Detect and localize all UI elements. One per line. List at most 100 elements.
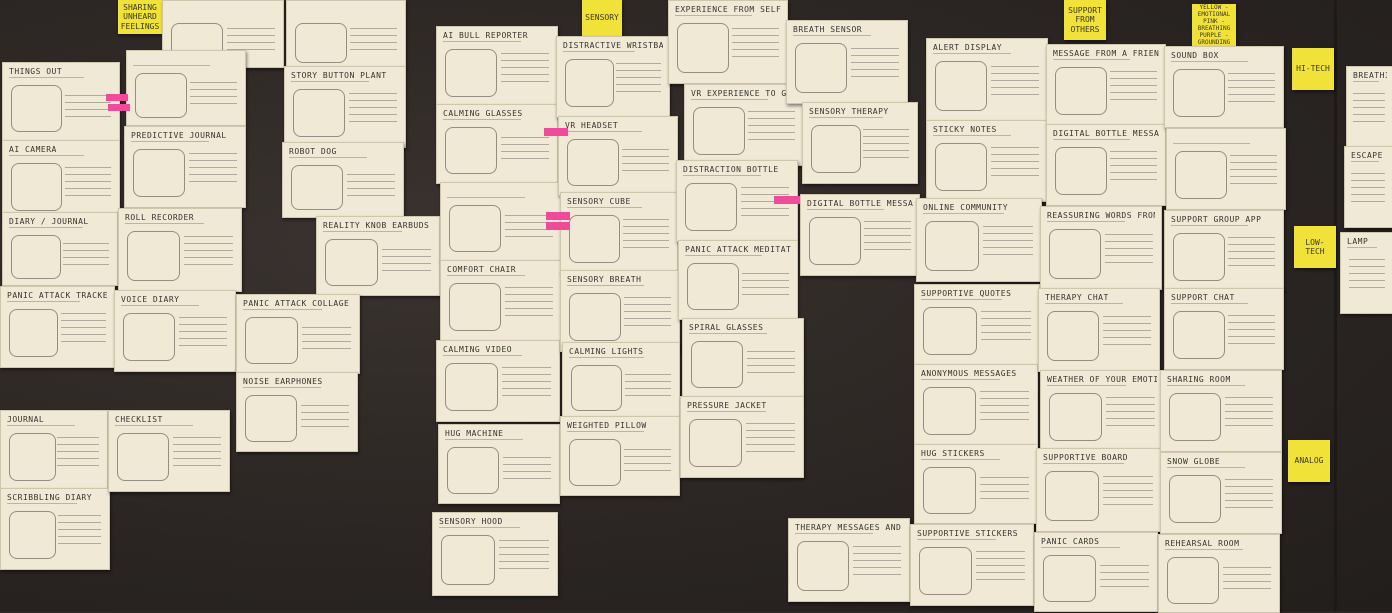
idea-card: Supportive quotes	[914, 284, 1040, 366]
card-title: Noise earphones	[243, 377, 323, 386]
card-title: Story button plant	[291, 71, 387, 80]
card-title: Distractive wristband	[563, 41, 663, 50]
card-title: Anonymous messages	[921, 369, 1017, 378]
card-title: Roll recorder	[125, 213, 195, 222]
card-title: Support group app	[1171, 215, 1262, 224]
idea-card: Hug machine	[438, 424, 560, 504]
idea-card: Diary / Journal	[2, 212, 118, 286]
axis-sticky-note: LOW-TECH	[1294, 226, 1336, 268]
idea-card: Voice diary	[114, 290, 236, 372]
idea-card: Checklist	[108, 410, 230, 492]
idea-card: Lamp	[1340, 232, 1392, 314]
card-title: Hug machine	[445, 429, 504, 438]
idea-card: Pressure jacket	[680, 396, 804, 478]
card-title: Robot dog	[289, 147, 337, 156]
idea-card: Support group app	[1164, 210, 1284, 292]
idea-card: Story button plant	[284, 66, 406, 148]
card-title: Lamp	[1347, 237, 1369, 246]
card-title: VR experience to ground	[691, 89, 797, 98]
idea-card: Sticky notes	[926, 120, 1048, 202]
card-title: Message from a friend	[1053, 49, 1159, 58]
idea-card: AI bull reporter	[436, 26, 558, 108]
card-title: Weather of your emotions	[1047, 375, 1157, 384]
idea-card: Digital bottle message	[800, 194, 920, 276]
idea-card: Alert display	[926, 38, 1048, 122]
idea-card	[286, 0, 406, 68]
pink-flag-marker	[108, 104, 130, 111]
category-sticky-note: SHARING UNHEARD FEELINGS	[118, 0, 162, 34]
card-title: AI bull reporter	[443, 31, 529, 40]
card-title: Sound box	[1171, 51, 1219, 60]
card-title: Experience from self	[675, 5, 781, 14]
idea-card: Calming lights	[562, 342, 680, 420]
idea-card: Sharing room	[1160, 370, 1282, 452]
card-title: Comfort chair	[447, 265, 517, 274]
board-divider	[1334, 0, 1337, 611]
idea-card: Journal	[0, 410, 108, 492]
idea-card: Calming glasses	[436, 104, 558, 184]
idea-card: Roll recorder	[118, 208, 242, 292]
pink-flag-marker	[544, 128, 568, 136]
idea-card: Support chat	[1164, 288, 1284, 370]
idea-card: VR headset	[558, 116, 678, 196]
card-title: Support chat	[1171, 293, 1235, 302]
category-sticky-note: SUPPORT FROM OTHERS	[1064, 0, 1106, 40]
idea-card: Supportive board	[1036, 448, 1162, 532]
idea-card: Comfort chair	[440, 260, 562, 342]
card-title: Distraction bottle	[683, 165, 779, 174]
idea-card: Spiral glasses	[682, 318, 804, 398]
idea-card: Noise earphones	[236, 372, 358, 452]
legend-sticky-note: Yellow - Emotional Pink - Breathing Purp…	[1192, 4, 1236, 48]
pink-flag-marker	[106, 94, 128, 101]
card-title: Panic attack meditation	[685, 245, 791, 254]
idea-card	[1166, 128, 1286, 210]
idea-card: Calming video	[436, 340, 560, 422]
idea-card: Panic attack tracker app	[0, 286, 115, 368]
card-title: Sensory therapy	[809, 107, 889, 116]
card-title: Therapy chat	[1045, 293, 1109, 302]
idea-card: Supportive stickers	[910, 524, 1034, 606]
card-title: Voice diary	[121, 295, 180, 304]
card-title: Hug stickers	[921, 449, 985, 458]
card-title: Spiral glasses	[689, 323, 764, 332]
card-title: Sharing room	[1167, 375, 1231, 384]
card-title: Supportive stickers	[917, 529, 1019, 538]
card-title: Online community	[923, 203, 1009, 212]
pink-flag-marker	[546, 212, 570, 220]
card-title: Alert display	[933, 43, 1003, 52]
idea-card: Breath sensor	[786, 20, 908, 104]
idea-card: Sensory hood	[432, 512, 558, 596]
card-title: Pressure jacket	[687, 401, 767, 410]
idea-card: Reality knob earbuds	[316, 216, 440, 296]
idea-card: AI camera	[2, 140, 120, 222]
idea-card: Distractive wristband	[556, 36, 670, 118]
idea-card: Sensory breath	[560, 270, 680, 352]
idea-card: Hug stickers	[914, 444, 1038, 524]
idea-card: Weighted pillow	[560, 416, 680, 496]
card-title: Panic attack tracker app	[7, 291, 108, 300]
card-title: Sensory hood	[439, 517, 503, 526]
axis-sticky-note: HI-TECH	[1292, 48, 1334, 90]
card-title: Scribbling diary	[7, 493, 93, 502]
category-sticky-note: SENSORY	[582, 0, 622, 36]
pink-flag-marker	[774, 196, 800, 204]
idea-card: Reassuring words from friends	[1040, 206, 1162, 290]
idea-card: Breathing	[1346, 66, 1392, 148]
idea-card: Snow globe	[1160, 452, 1282, 534]
card-title: AI camera	[9, 145, 57, 154]
card-title: Snow globe	[1167, 457, 1221, 466]
card-title: Sticky notes	[933, 125, 997, 134]
idea-card: Experience from self	[668, 0, 788, 84]
idea-card: Sensory cube	[560, 192, 678, 274]
idea-card: Therapy messages and pickup point	[788, 518, 910, 602]
card-title: Diary / Journal	[9, 217, 89, 226]
idea-card: Panic attack meditation	[678, 240, 798, 320]
idea-card	[126, 50, 246, 126]
card-title: Breathing	[1353, 71, 1387, 80]
card-title: Predictive journal	[131, 131, 227, 140]
idea-card: Sound box	[1164, 46, 1284, 128]
card-title: Calming glasses	[443, 109, 523, 118]
card-title: Digital bottle message	[807, 199, 913, 208]
idea-card: Panic cards	[1034, 532, 1158, 612]
